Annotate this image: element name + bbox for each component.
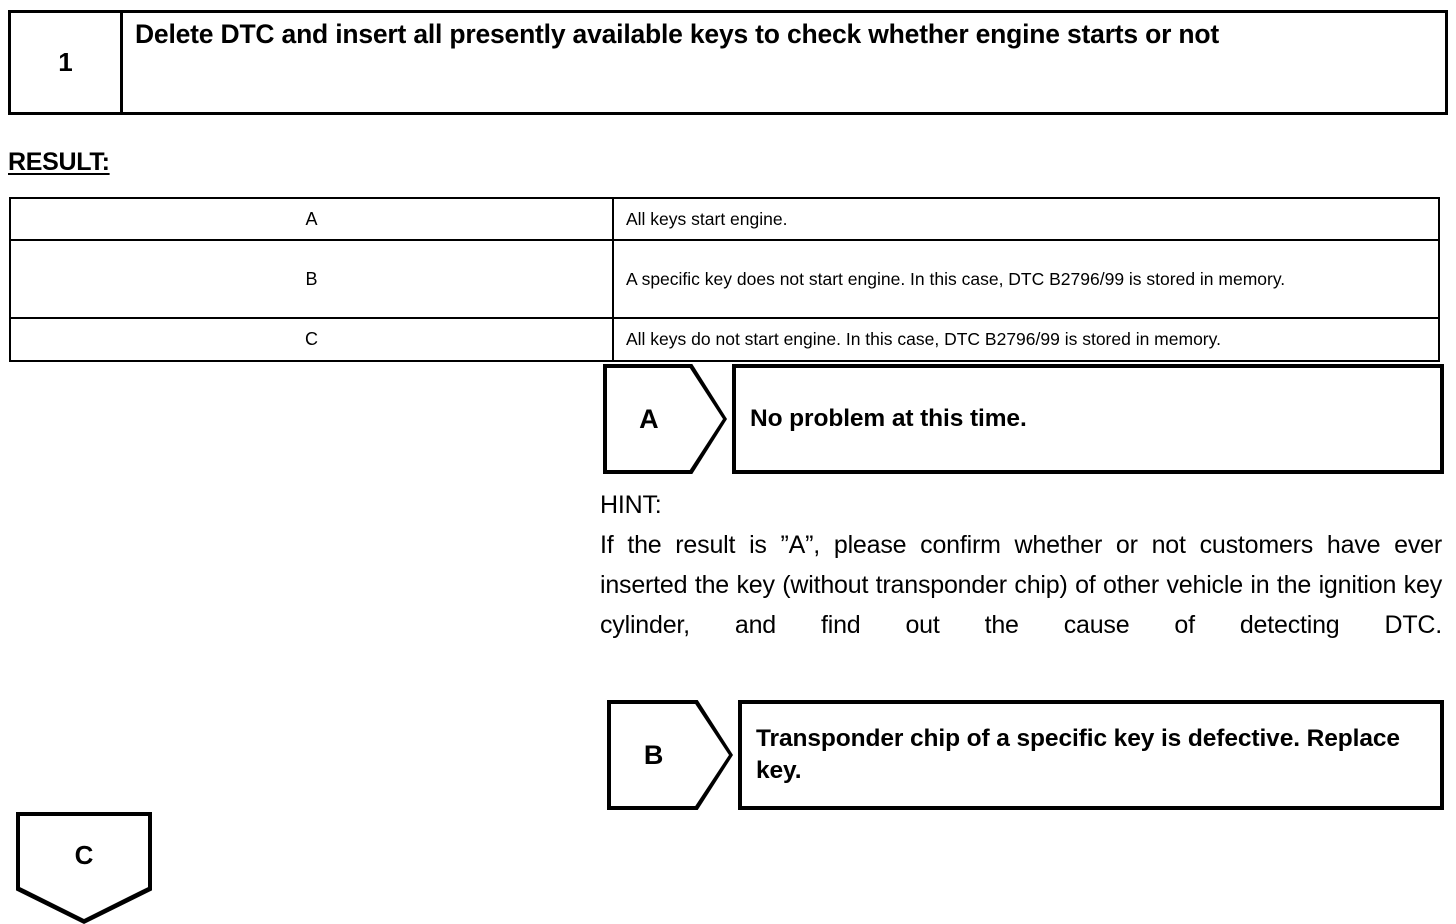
result-key-cell: C <box>9 317 614 362</box>
table-row: B A specific key does not start engine. … <box>9 239 1440 320</box>
hint-body-text: If the result is ”A”, please confirm whe… <box>600 530 1442 639</box>
result-description-cell: A specific key does not start engine. In… <box>612 239 1440 320</box>
callout-tag-letter: A <box>639 403 659 434</box>
hint-block: HINT: If the result is ”A”, please confi… <box>600 487 1442 685</box>
callout-text: No problem at this time. <box>750 405 1027 433</box>
result-callout-b: B Transponder chip of a specific key is … <box>607 700 1444 810</box>
result-key-cell: A <box>9 196 614 242</box>
flow-connector-letter: C <box>74 840 94 870</box>
table-row: C All keys do not start engine. In this … <box>9 317 1440 362</box>
table-row: A All keys start engine. <box>9 196 1440 242</box>
result-description-cell: All keys start engine. <box>612 196 1440 242</box>
procedure-step-box: 1 Delete DTC and insert all presently av… <box>8 10 1448 115</box>
hint-title: HINT: <box>600 491 662 519</box>
result-table: A All keys start engine. B A specific ke… <box>9 196 1440 362</box>
step-instruction-cell: Delete DTC and insert all presently avai… <box>123 13 1445 112</box>
result-key-cell: B <box>9 239 614 320</box>
step-number: 1 <box>58 47 73 77</box>
pentagon-arrow-tag-a: A <box>603 364 727 474</box>
flow-connector-pentagon-c: C <box>16 812 152 924</box>
result-section-label: RESULT: <box>8 148 110 176</box>
callout-text: Transponder chip of a specific key is de… <box>756 725 1400 784</box>
step-instruction-text: Delete DTC and insert all presently avai… <box>135 19 1219 49</box>
callout-body-b: Transponder chip of a specific key is de… <box>738 700 1444 810</box>
callout-body-a: No problem at this time. <box>732 364 1444 474</box>
callout-tag-letter: B <box>643 739 664 770</box>
step-number-cell: 1 <box>11 13 123 112</box>
result-callout-a: A No problem at this time. <box>603 364 1444 474</box>
result-description-cell: All keys do not start engine. In this ca… <box>612 317 1440 362</box>
pentagon-arrow-tag-b: B <box>607 700 733 810</box>
